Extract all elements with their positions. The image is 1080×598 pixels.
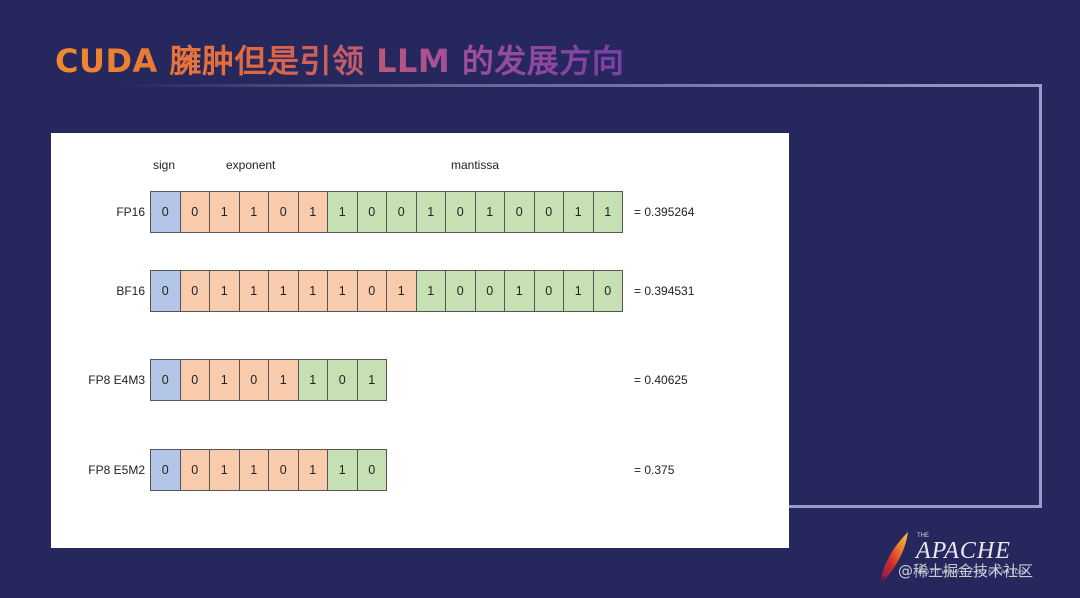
bit-cell: 0 [357,191,387,233]
bit-cell: 1 [210,449,240,491]
header-mantissa: mantissa [451,158,500,172]
bit-cell: 0 [180,191,210,233]
bit-cell: 1 [210,191,240,233]
bit-cell: 0 [593,270,623,312]
bit-cell: 0 [151,191,181,233]
row-value: = 0.375 [634,463,675,477]
slide-title: CUDA 臃肿但是引领 LLM 的发展方向 [55,36,624,82]
bit-cell: 1 [328,191,358,233]
frame-line-top [118,84,1042,87]
bit-cell: 0 [446,191,476,233]
bit-cell: 1 [416,270,446,312]
row-label: FP8 E4M3 [88,373,145,387]
logo-the: THE [917,533,929,539]
bit-cell: 1 [298,191,328,233]
bit-cell: 1 [328,449,358,491]
bit-cell: 0 [269,191,299,233]
bit-cell: 0 [151,449,181,491]
row-value: = 0.395264 [634,205,695,219]
bit-cell: 1 [416,191,446,233]
bit-cell: 1 [475,191,505,233]
bit-cell: 1 [357,359,387,401]
logo-subtitle: SOFTWARE FOUNDATION [918,569,1028,576]
bit-cell: 0 [269,449,299,491]
bit-cell: 1 [593,191,623,233]
header-sign: sign [153,158,176,172]
bit-cell: 1 [387,270,417,312]
bit-cell: 1 [505,270,535,312]
bit-cell: 0 [357,270,387,312]
bit-cell: 0 [151,359,181,401]
bit-cell: 1 [298,449,328,491]
bit-cell: 1 [210,270,240,312]
bit-cell: 1 [239,270,269,312]
row-label: FP8 E5M2 [88,463,145,477]
bit-cell: 1 [328,270,358,312]
bit-cell: 0 [387,191,417,233]
bit-cell: 1 [269,359,299,401]
bit-cell: 0 [475,270,505,312]
bit-cell: 0 [239,359,269,401]
row-label: FP16 [116,205,145,219]
bit-cell: 0 [180,359,210,401]
bit-cell: 0 [180,270,210,312]
watermark: @稀土掘金技术社区 [898,562,1034,580]
header-exponent: exponent [226,158,276,172]
feather-icon [879,532,908,585]
bit-cell: 0 [534,191,564,233]
bit-cell: 1 [298,359,328,401]
bit-cell: 1 [269,270,299,312]
row-value: = 0.40625 [634,373,688,387]
bit-cell: 1 [564,270,594,312]
bit-cell: 1 [239,191,269,233]
bit-cell: 1 [239,449,269,491]
bit-cell: 1 [298,270,328,312]
bit-cell: 0 [446,270,476,312]
bit-cell: 0 [328,359,358,401]
bit-cell: 0 [357,449,387,491]
bit-cell: 0 [151,270,181,312]
logo-name: APACHE [916,538,1011,564]
frame-line-right [1039,84,1042,508]
row-value: = 0.394531 [634,284,695,298]
apache-logo: THE APACHE SOFTWARE FOUNDATION [872,528,1052,588]
bit-cell: 0 [534,270,564,312]
bit-cell: 0 [180,449,210,491]
bit-cell: 1 [564,191,594,233]
bit-cell: 0 [505,191,535,233]
frame-line-bottom [789,505,1042,508]
row-label: BF16 [116,284,145,298]
bit-cell: 1 [210,359,240,401]
